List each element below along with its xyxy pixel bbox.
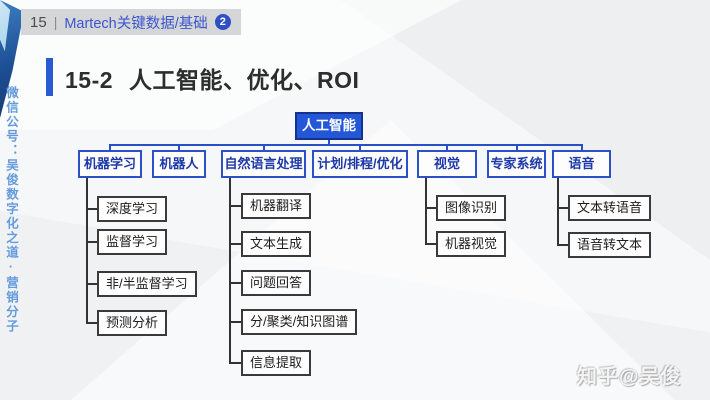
tree-node-speech: 语音 [552, 150, 611, 178]
tree-connector [230, 205, 241, 207]
tree-node-ml: 机器学习 [78, 150, 142, 178]
tree-connector [230, 321, 241, 323]
slide-title: 15-2 人工智能、优化、ROI [65, 61, 359, 95]
tree-connector [230, 362, 241, 364]
wechat-account-vertical-text: 微信公号：吴俊数字化之道·营销分子 [4, 86, 18, 334]
tree-node-ai: 人工智能 [295, 112, 363, 140]
tree-connector [178, 144, 180, 150]
tree-connector [230, 243, 241, 245]
tree-connector [87, 208, 97, 210]
tree-connector [328, 140, 330, 146]
tree-node-robot: 机器人 [152, 150, 206, 178]
tree-connector [558, 244, 568, 246]
tree-leaf: 监督学习 [97, 229, 168, 255]
tree-node-expert: 专家系统 [487, 150, 546, 178]
tree-connector [262, 144, 265, 150]
slide-title-number: 15-2 [65, 67, 114, 93]
slide-title-text: 人工智能、优化、ROI [129, 67, 360, 93]
tree-connector [446, 144, 448, 150]
tree-leaf: 问题回答 [241, 270, 312, 296]
tree-connector [87, 322, 97, 324]
tree-leaf: 机器视觉 [436, 231, 507, 257]
header-separator: | [53, 14, 58, 30]
tree-connector [109, 144, 583, 146]
corner-ribbon-decoration [0, 0, 24, 118]
tree-node-plan: 计划/排程/优化 [312, 150, 408, 178]
tree-connector [426, 207, 436, 209]
tree-leaf: 文本生成 [241, 231, 312, 257]
tree-connector [230, 282, 241, 284]
tree-connector [109, 144, 111, 150]
tree-leaf: 信息提取 [241, 350, 312, 376]
page-number: 15 [30, 13, 47, 31]
tree-connector [515, 144, 518, 150]
tree-node-nlp: 自然语言处理 [221, 150, 306, 178]
ribbon-facet-light [0, 0, 11, 52]
tree-connector [87, 283, 97, 285]
tree-leaf: 非/半监督学习 [97, 271, 197, 297]
tree-leaf: 预测分析 [97, 310, 168, 336]
tree-leaf: 深度学习 [97, 196, 168, 222]
tree-connector [557, 178, 559, 246]
header-section-title: Martech关键数据/基础 [64, 15, 208, 32]
tree-connector [425, 178, 427, 245]
tree-connector [359, 144, 361, 150]
circled-number-badge: 2 [214, 14, 231, 30]
tree-connector [229, 178, 231, 364]
tree-node-vision: 视觉 [417, 150, 477, 178]
tree-connector [426, 243, 436, 245]
tree-leaf: 图像识别 [436, 195, 507, 221]
slide-header-chip: 15 | Martech关键数据/基础 2 [21, 9, 241, 35]
zhihu-watermark: 知乎@吴俊 [577, 366, 682, 388]
title-accent-bar [46, 58, 53, 96]
tree-connector [580, 144, 583, 150]
tree-connector [558, 207, 568, 209]
tree-leaf: 语音转文本 [568, 232, 652, 258]
tree-leaf: 机器翻译 [241, 193, 312, 219]
tree-leaf: 文本转语音 [568, 195, 652, 221]
tree-connector [86, 178, 88, 324]
tree-connector [87, 241, 97, 243]
tree-leaf: 分/聚类/知识图谱 [241, 309, 358, 335]
